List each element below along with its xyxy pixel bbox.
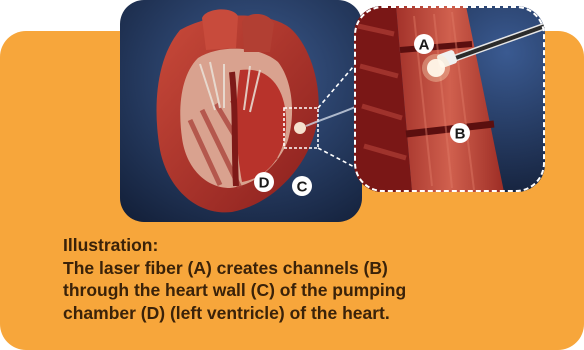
label-c-marker: C [292, 176, 312, 196]
caption-line-3: chamber (D) (left ventricle) of the hear… [63, 302, 543, 325]
heart-illustration: D C [120, 0, 362, 222]
label-b-marker: B [450, 123, 470, 143]
caption-line-1: The laser fiber (A) creates channels (B) [63, 257, 543, 280]
magnified-wall-inset: A B [354, 6, 545, 192]
label-b: B [455, 126, 466, 143]
label-a-marker: A [414, 34, 434, 54]
caption-line-2: through the heart wall (C) of the pumpin… [63, 279, 543, 302]
illustration-caption: Illustration: The laser fiber (A) create… [63, 234, 543, 324]
label-d-marker: D [254, 172, 274, 192]
caption-heading: Illustration: [63, 234, 543, 257]
label-d: D [259, 175, 270, 192]
label-c: C [297, 179, 308, 196]
label-a: A [419, 37, 430, 54]
